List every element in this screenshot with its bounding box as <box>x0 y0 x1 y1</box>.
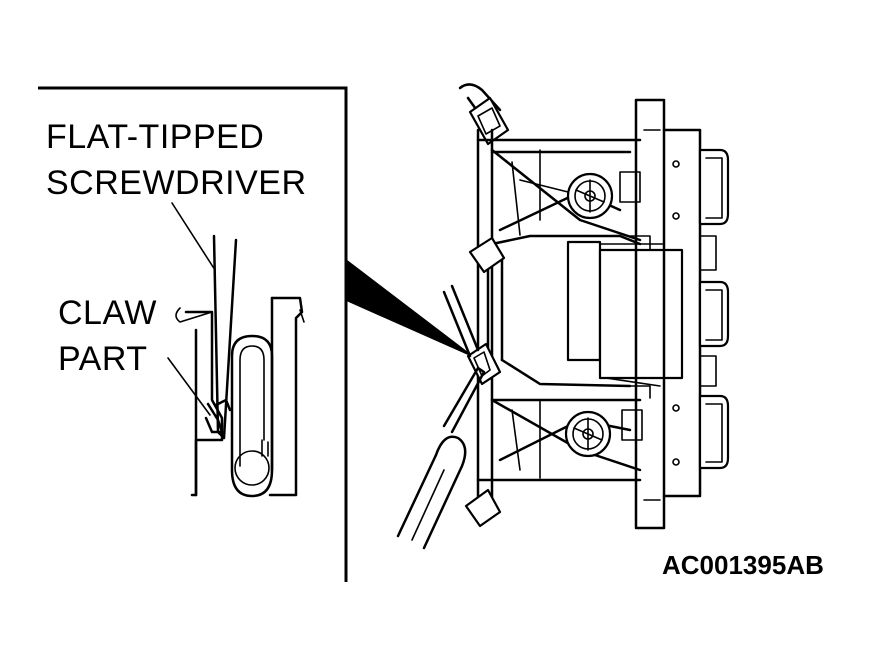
screwdriver-icon <box>396 366 486 550</box>
leader-lines <box>167 202 216 416</box>
label-claw: CLAW <box>58 294 157 332</box>
detail-inset-frame <box>38 86 348 582</box>
clip-spring-icon <box>230 334 274 498</box>
label-group-claw: CLAW PART <box>58 294 157 378</box>
label-part: PART <box>58 340 148 378</box>
inset-clip-detail <box>184 296 305 498</box>
leader-screwdriver <box>171 202 216 271</box>
leader-claw <box>167 357 211 416</box>
label-group-screwdriver: FLAT-TIPPED SCREWDRIVER <box>46 118 307 202</box>
callout-pointer <box>345 258 473 357</box>
leader-claw-brace <box>175 307 213 323</box>
heater-control-panel-icon <box>442 83 730 530</box>
label-flat-tipped: FLAT-TIPPED <box>46 118 264 156</box>
label-screwdriver: SCREWDRIVER <box>46 164 307 202</box>
figure-code: AC001395AB <box>662 550 824 580</box>
